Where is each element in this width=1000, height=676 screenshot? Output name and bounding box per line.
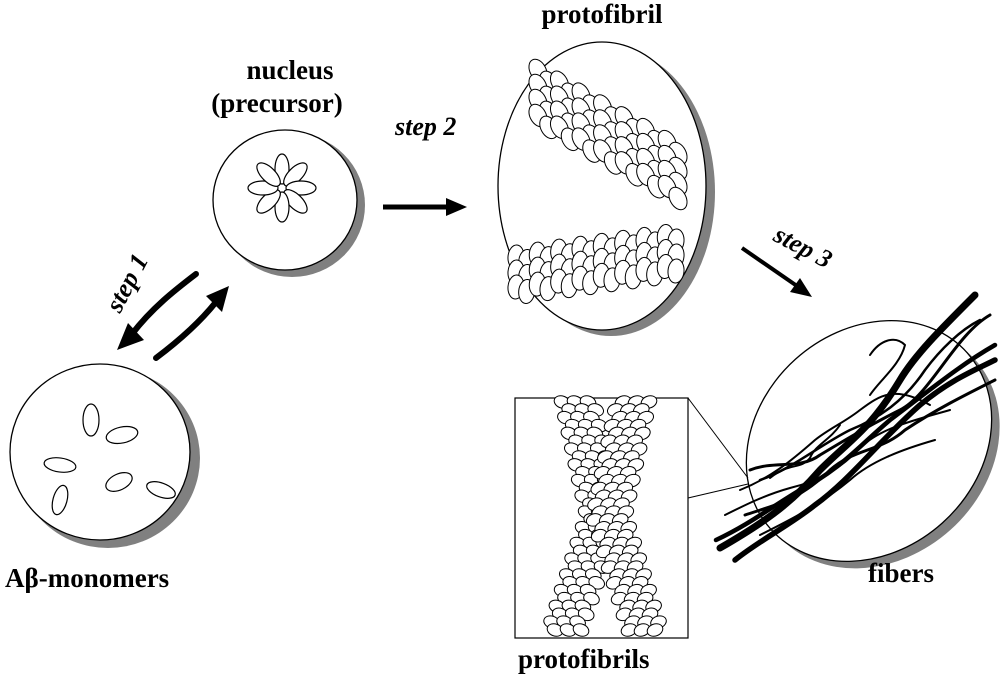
inset-protofibrils [543,395,667,637]
step3-arrow [740,246,812,297]
protofibril-bead [668,186,688,211]
step1-label: step 1 [99,249,154,318]
fiber-strand [732,357,998,563]
protofibril-ellipse [497,41,715,336]
inset-bead [572,623,590,637]
step2-arrow [383,198,467,216]
protofibrils-inset [514,395,749,639]
inset-connector [687,397,749,479]
protofibril-label: protofibril [542,0,663,29]
monomer [146,481,176,499]
monomers-circle-body [9,363,191,541]
protofibril-bead [667,258,685,284]
fiber-strand [758,318,982,482]
arrowhead [790,278,812,297]
nucleus-circle [212,129,365,277]
fibers-ellipse [713,291,1000,569]
monomers-circle [9,363,200,548]
arrowhead [117,323,144,350]
step1-forward-arrow [153,299,219,361]
monomer [51,484,69,516]
fiber-strand [769,424,841,479]
protofibril-strands [507,58,688,304]
step2-label: step 2 [394,112,456,141]
fiber-strand [759,439,936,536]
fiber-strand [743,378,997,517]
step1-backward-arrow [129,271,199,337]
monomer [105,425,139,445]
arrowhead [206,286,229,312]
fiber-strand [869,338,906,396]
inset-connector [687,483,749,499]
nucleus-petal [256,162,281,187]
monomer [105,472,133,492]
step1-arrows [117,271,229,361]
fiber-strand [739,392,931,491]
fiber-strand [716,291,979,552]
fiber-bundle [713,291,998,563]
arrowhead [446,198,467,216]
nucleus-cluster [247,153,317,223]
nucleus-petal [256,189,281,214]
fiber-strand [713,342,998,543]
monomer-group [43,403,176,516]
inset-bead [646,623,664,637]
monomer [43,457,77,473]
step3-label: step 3 [768,219,837,274]
monomers-label: Aβ-monomers [5,563,169,593]
nucleus-label: nucleus [246,55,333,85]
monomer [82,403,100,437]
nucleus-petal [283,189,308,214]
protofibrils-label: protofibrils [518,644,650,674]
fiber-strand [724,409,951,516]
precursor-label: (precursor) [211,88,342,118]
fibers-label: fibers [868,558,934,588]
step3-arrow-shaft [740,246,799,288]
nucleus-petal [283,162,308,187]
